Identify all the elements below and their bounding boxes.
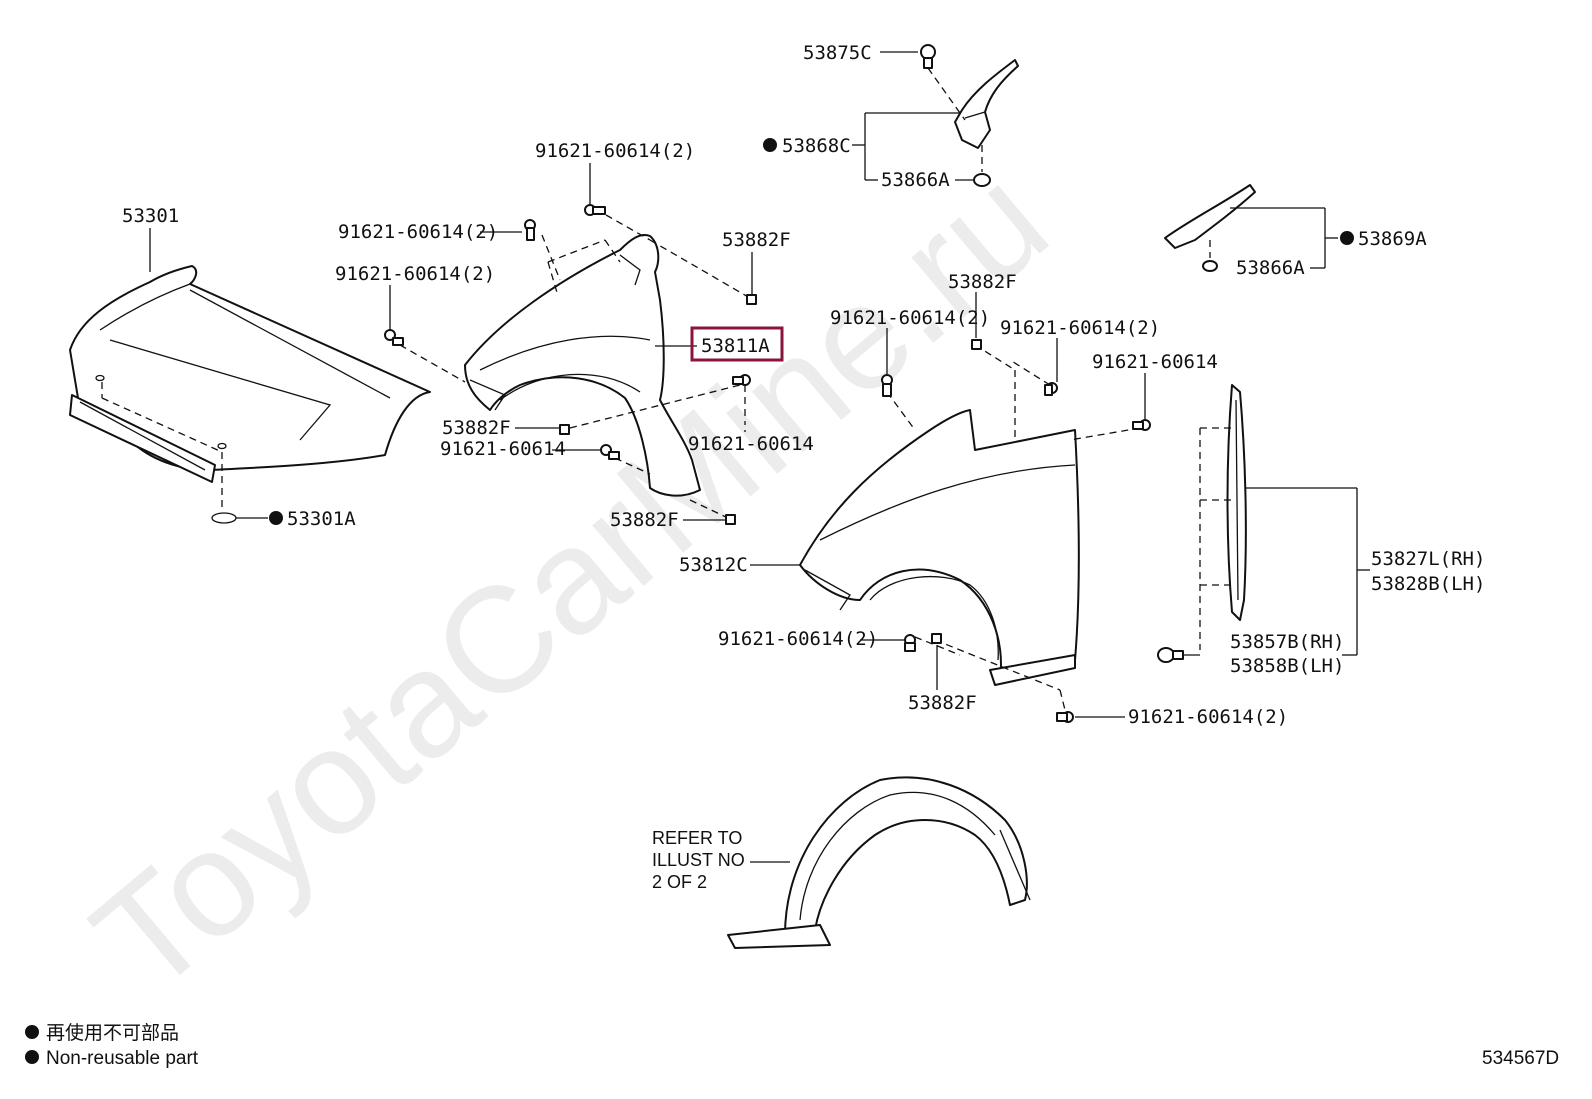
- label-53875C: 53875C: [803, 42, 872, 64]
- label-bolt: 91621-60614(2): [335, 263, 495, 285]
- bolt-shape: [732, 374, 751, 386]
- label-53301: 53301: [122, 205, 179, 227]
- fender-rh-illustration: [464, 234, 701, 497]
- nut-shape: [725, 514, 736, 525]
- illustration-number: 534567D: [1482, 1048, 1559, 1069]
- label-53301A: 53301A: [287, 508, 356, 530]
- label-nut: 53882F: [722, 229, 791, 251]
- legend-marker: [25, 1050, 39, 1064]
- label-53857B: 53857B(RH): [1230, 631, 1344, 653]
- clip-shape: [920, 44, 936, 69]
- hood-seal-shape: [211, 512, 237, 524]
- label-bolt: 91621-60614(2): [718, 628, 878, 650]
- nut-shape: [559, 424, 570, 435]
- label-53827L: 53827L(RH): [1371, 548, 1485, 570]
- bolt-shape: [1132, 419, 1151, 431]
- non-reusable-marker: [269, 511, 283, 525]
- label-53868C: 53868C: [782, 135, 851, 157]
- refer-note-line2: ILLUST NO: [652, 850, 745, 870]
- bolt-shape: [584, 204, 606, 216]
- label-bolt: 91621-60614: [1092, 351, 1218, 373]
- legend-marker: [25, 1025, 39, 1039]
- fender-lh-illustration: [799, 409, 1080, 686]
- bolt-shape: [1044, 382, 1058, 396]
- label-bolt: 91621-60614(2): [1128, 706, 1288, 728]
- bolt-shape: [1056, 711, 1074, 723]
- bolt-shape: [600, 444, 620, 460]
- bolt-shape: [524, 219, 536, 241]
- clip-shape: [973, 173, 991, 187]
- label-53858B: 53858B(LH): [1230, 655, 1344, 677]
- non-reusable-marker: [763, 138, 777, 152]
- bolt-shape: [904, 634, 916, 652]
- legend-en: Non-reusable part: [46, 1048, 199, 1069]
- label-bolt: 91621-60614(2): [535, 140, 695, 162]
- bracket-illustration: [954, 59, 1019, 149]
- label-nut: 53882F: [442, 417, 511, 439]
- label-53869A: 53869A: [1358, 228, 1427, 250]
- label-nut: 53882F: [908, 692, 977, 714]
- label-53828B: 53828B(LH): [1371, 573, 1485, 595]
- label-bolt: 91621-60614: [688, 433, 814, 455]
- refer-note-line1: REFER TO: [652, 828, 742, 848]
- refer-note-line3: 2 OF 2: [652, 872, 707, 892]
- bolt-shape: [881, 374, 893, 397]
- clip-shape: [1202, 260, 1218, 272]
- label-nut: 53882F: [610, 509, 679, 531]
- label-bolt: 91621-60614: [440, 438, 566, 460]
- hood-illustration: [69, 265, 431, 483]
- label-nut: 53882F: [948, 271, 1017, 293]
- nut-shape: [746, 294, 757, 305]
- non-reusable-marker: [1340, 231, 1354, 245]
- label-53866A: 53866A: [1236, 257, 1305, 279]
- bolt-shape: [384, 329, 404, 346]
- legend-jp: 再使用不可部品: [46, 1022, 179, 1044]
- label-53812C: 53812C: [679, 554, 748, 576]
- protector-illustration: [1226, 384, 1247, 621]
- highlight-box: [690, 326, 784, 362]
- label-53866A: 53866A: [881, 169, 950, 191]
- label-53811A[interactable]: 53811A: [701, 335, 770, 357]
- fender-liner-illustration: [727, 776, 1031, 949]
- nut-shape: [931, 633, 942, 644]
- watermark: ToyotaCarMine.ru: [63, 135, 1078, 1025]
- label-bolt: 91621-60614(2): [1000, 317, 1160, 339]
- label-bolt: 91621-60614(2): [338, 221, 498, 243]
- label-bolt: 91621-60614(2): [830, 307, 990, 329]
- nut-shape: [971, 339, 982, 350]
- bracket-illustration: [1164, 184, 1256, 249]
- clip-shape: [1157, 647, 1184, 663]
